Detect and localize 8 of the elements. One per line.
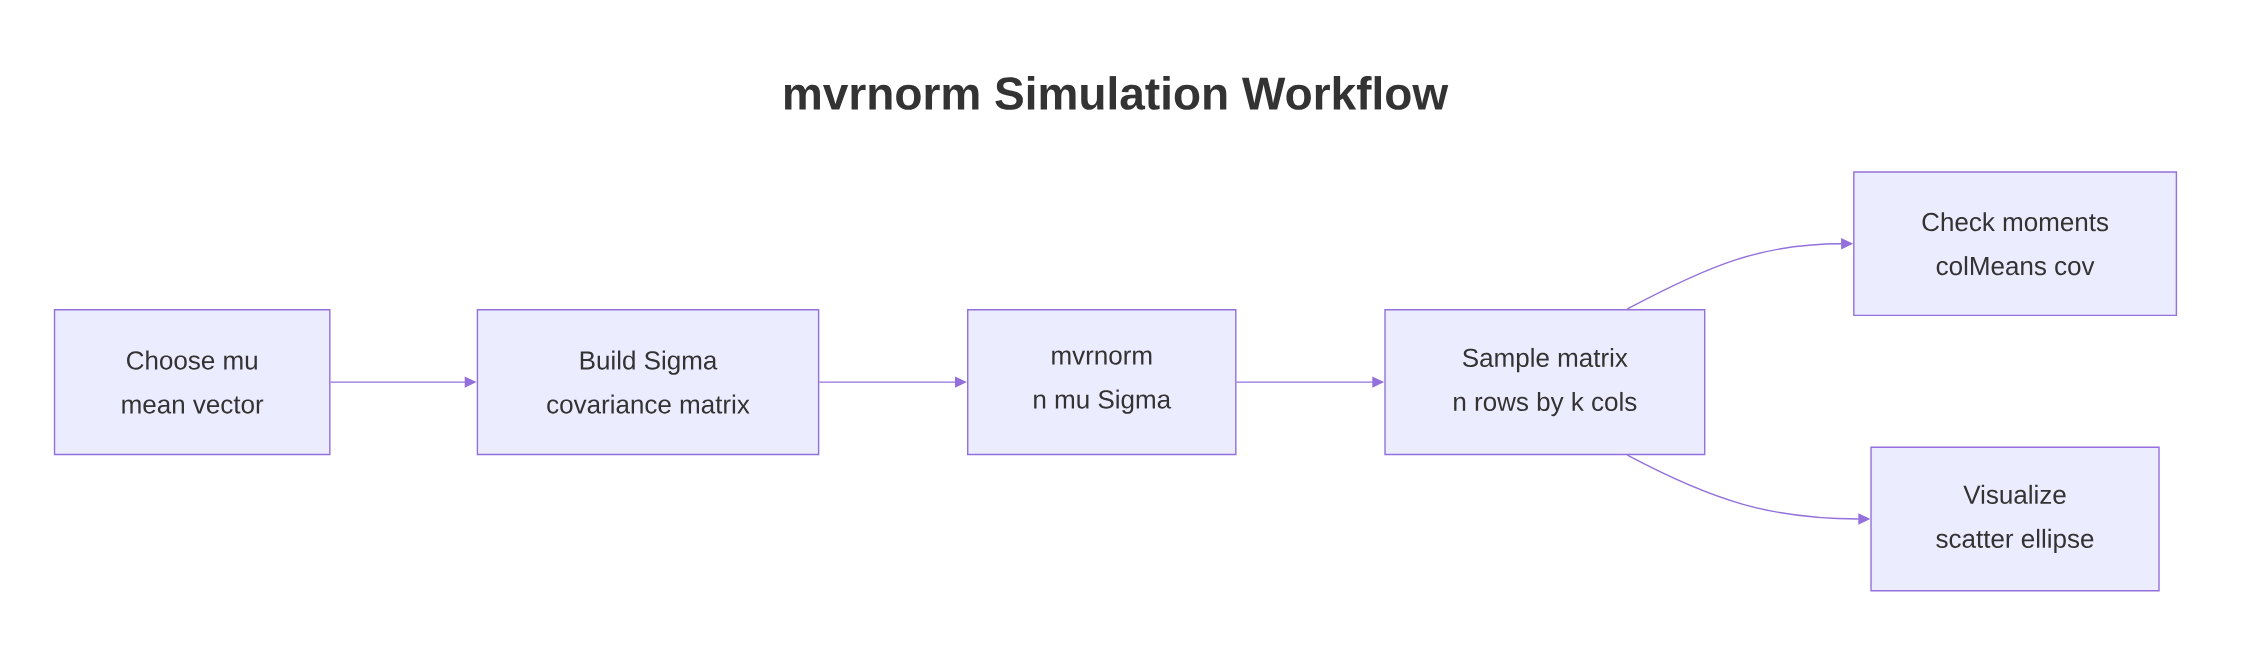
process-box: mvrnorm n mu Sigma <box>967 309 1237 456</box>
process-box: Choose mu mean vector <box>53 309 331 456</box>
process-box: Visualize scatter ellipse <box>1870 446 2160 592</box>
process-box: Check moments colMeans cov <box>1853 171 2178 317</box>
process-box: Build Sigma covariance matrix <box>476 309 820 456</box>
title: mvrnorm Simulation Workflow <box>784 76 1449 110</box>
process-box: Sample matrix n rows by k cols <box>1384 309 1706 456</box>
arrow <box>818 376 967 388</box>
